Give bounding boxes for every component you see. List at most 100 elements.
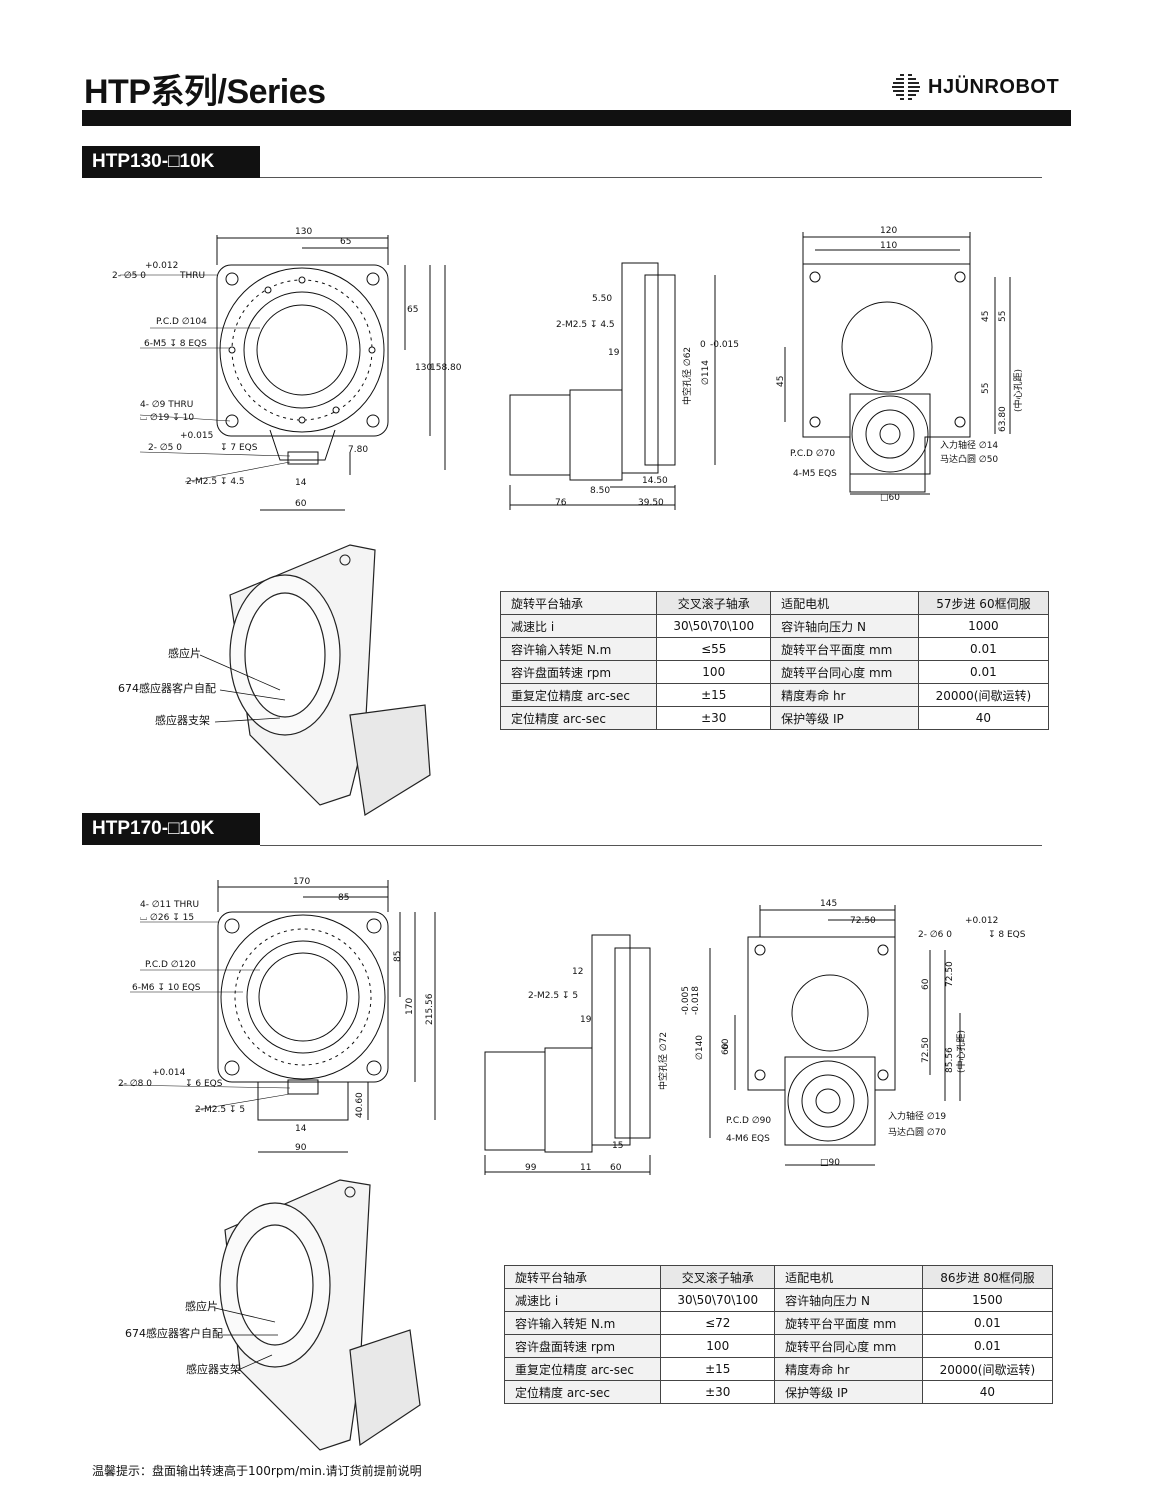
dim-158: 158.80 — [430, 363, 462, 373]
pin-holes: 2- ∅5 0 — [148, 443, 182, 453]
dim-60-v: 60 — [721, 1038, 731, 1050]
dim-14: 14 — [295, 478, 307, 488]
front-view-drawing: 170 85 85 170 215.56 4- ∅11 THRU ⌴ ∅26 ↧… — [118, 877, 436, 1153]
flange-square: □90 — [820, 1158, 840, 1168]
input-shaft: 入力轴径 ∅14 — [940, 439, 998, 451]
pin-depth: ↧ 8 EQS — [988, 930, 1026, 940]
spec-value: 100 — [660, 1334, 776, 1358]
spec-value: 20000(间歇运转) — [917, 683, 1050, 707]
callout-bracket: 感应器支架 — [155, 714, 210, 727]
spec-label: 减速比 i — [503, 1288, 662, 1312]
spec-label: 旋转平台轴承 — [503, 1265, 662, 1289]
callout-sensor: 674感应器客户自配 — [125, 1327, 223, 1340]
dim-14: 14 — [295, 1124, 307, 1134]
section-rule — [260, 177, 1042, 178]
spec-value: 86步进 80框伺服 — [921, 1265, 1054, 1289]
spec-label: 保护等级 IP — [770, 706, 919, 730]
hollow-dia: 中空孔径 ∅62 — [681, 347, 693, 405]
spec-value: 30\50\70\100 — [660, 1288, 776, 1312]
spec-label: 旋转平台轴承 — [499, 591, 658, 615]
spec-label: 精度寿命 hr — [774, 1357, 923, 1381]
spec-label: 精度寿命 hr — [770, 683, 919, 707]
input-shaft: 入力轴径 ∅19 — [888, 1110, 946, 1122]
dim-11: 11 — [580, 1163, 591, 1173]
dim-72-50-b: 72.50 — [945, 961, 955, 987]
spec-value: 100 — [656, 660, 772, 684]
pin-depth: ↧ 7 EQS — [220, 443, 258, 453]
spec-label: 旋转平台同心度 mm — [774, 1334, 923, 1358]
hole-spec-1: 2- ∅5 0 — [112, 271, 146, 281]
spec-label: 旋转平台平面度 mm — [774, 1311, 923, 1335]
dim-39-50: 39.50 — [638, 498, 664, 508]
tol-top: +0.012 — [145, 261, 178, 271]
dim-76: 76 — [555, 498, 567, 508]
spec-value: 40 — [921, 1380, 1054, 1404]
dim-130-v: 130 — [415, 363, 432, 373]
spec-value: 30\50\70\100 — [656, 614, 772, 638]
dim-99: 99 — [525, 1163, 537, 1173]
hollow-dia: 中空孔径 ∅72 — [657, 1032, 669, 1090]
pcd-label: P.C.D ∅104 — [156, 317, 207, 327]
spec-label: 容许盘面转速 rpm — [503, 1334, 662, 1358]
spec-value: ≤72 — [660, 1311, 776, 1335]
spec-value: 0.01 — [917, 660, 1050, 684]
tol-b: -0.018 — [691, 986, 701, 1015]
dim-72-50-c: 72.50 — [921, 1037, 931, 1063]
back-pcd: P.C.D ∅70 — [790, 449, 835, 459]
dim-19: 19 — [608, 348, 620, 358]
back-m5: 4-M5 EQS — [793, 469, 837, 479]
spec-value: ±30 — [656, 706, 772, 730]
spec-label: 减速比 i — [499, 614, 658, 638]
dim-45-b: 45 — [776, 376, 786, 387]
tol-b: -0.015 — [710, 340, 739, 350]
dim-120: 120 — [880, 226, 897, 236]
dim-170-v: 170 — [405, 998, 415, 1015]
title-bar — [82, 110, 1071, 126]
page-title: HTP系列/Series — [84, 73, 326, 111]
section-heading: HTP130-□10K — [82, 146, 260, 178]
callout-sensor-plate: 感应片 — [168, 647, 201, 660]
spec-value: 57步进 60框伺服 — [917, 591, 1050, 615]
dim-12: 12 — [572, 967, 583, 977]
thru-holes: 4- ∅9 THRU — [140, 400, 193, 410]
dim-145: 145 — [820, 899, 837, 909]
dim-215: 215.56 — [425, 993, 435, 1025]
front-view-drawing: 130 65 65 130 158.80 +0.012 2- ∅5 0 THRU… — [112, 227, 462, 511]
counterbore: ⌴ ∅26 ↧ 15 — [140, 913, 194, 923]
dim-65: 65 — [340, 237, 351, 247]
outer-dia: ∅140 — [695, 1035, 705, 1060]
tol-bottom: +0.015 — [180, 431, 213, 441]
thru-holes: 4- ∅11 THRU — [140, 900, 199, 910]
spec-value: 0.01 — [921, 1334, 1054, 1358]
brand-logo: HJÜNROBOT — [890, 72, 1059, 102]
tapped-holes: 6-M6 ↧ 10 EQS — [132, 983, 201, 993]
dim-60-left: 60 — [721, 1043, 731, 1055]
spec-value: ±30 — [660, 1380, 776, 1404]
tol-a: -0.005 — [681, 986, 691, 1015]
brand-name: HJÜNROBOT — [928, 75, 1060, 98]
spec-label: 重复定位精度 arc-sec — [503, 1357, 662, 1381]
callout-bracket: 感应器支架 — [186, 1363, 241, 1376]
spec-value: 1000 — [917, 614, 1050, 638]
center-distance: (中心孔距) — [955, 1030, 967, 1073]
spec-value: 交叉滚子轴承 — [656, 591, 772, 615]
hole-thru: THRU — [179, 271, 205, 281]
dim-14-50: 14.50 — [642, 476, 668, 486]
dim-170: 170 — [293, 877, 310, 887]
callout-lines — [199, 654, 286, 723]
dim-130: 130 — [295, 227, 312, 237]
dim-72-50: 72.50 — [850, 916, 876, 926]
dim-15: 15 — [612, 1141, 623, 1151]
dim-60: 60 — [921, 978, 931, 990]
dim-5-50: 5.50 — [592, 294, 612, 304]
motor-boss: 马达凸圆 ∅70 — [888, 1126, 946, 1138]
